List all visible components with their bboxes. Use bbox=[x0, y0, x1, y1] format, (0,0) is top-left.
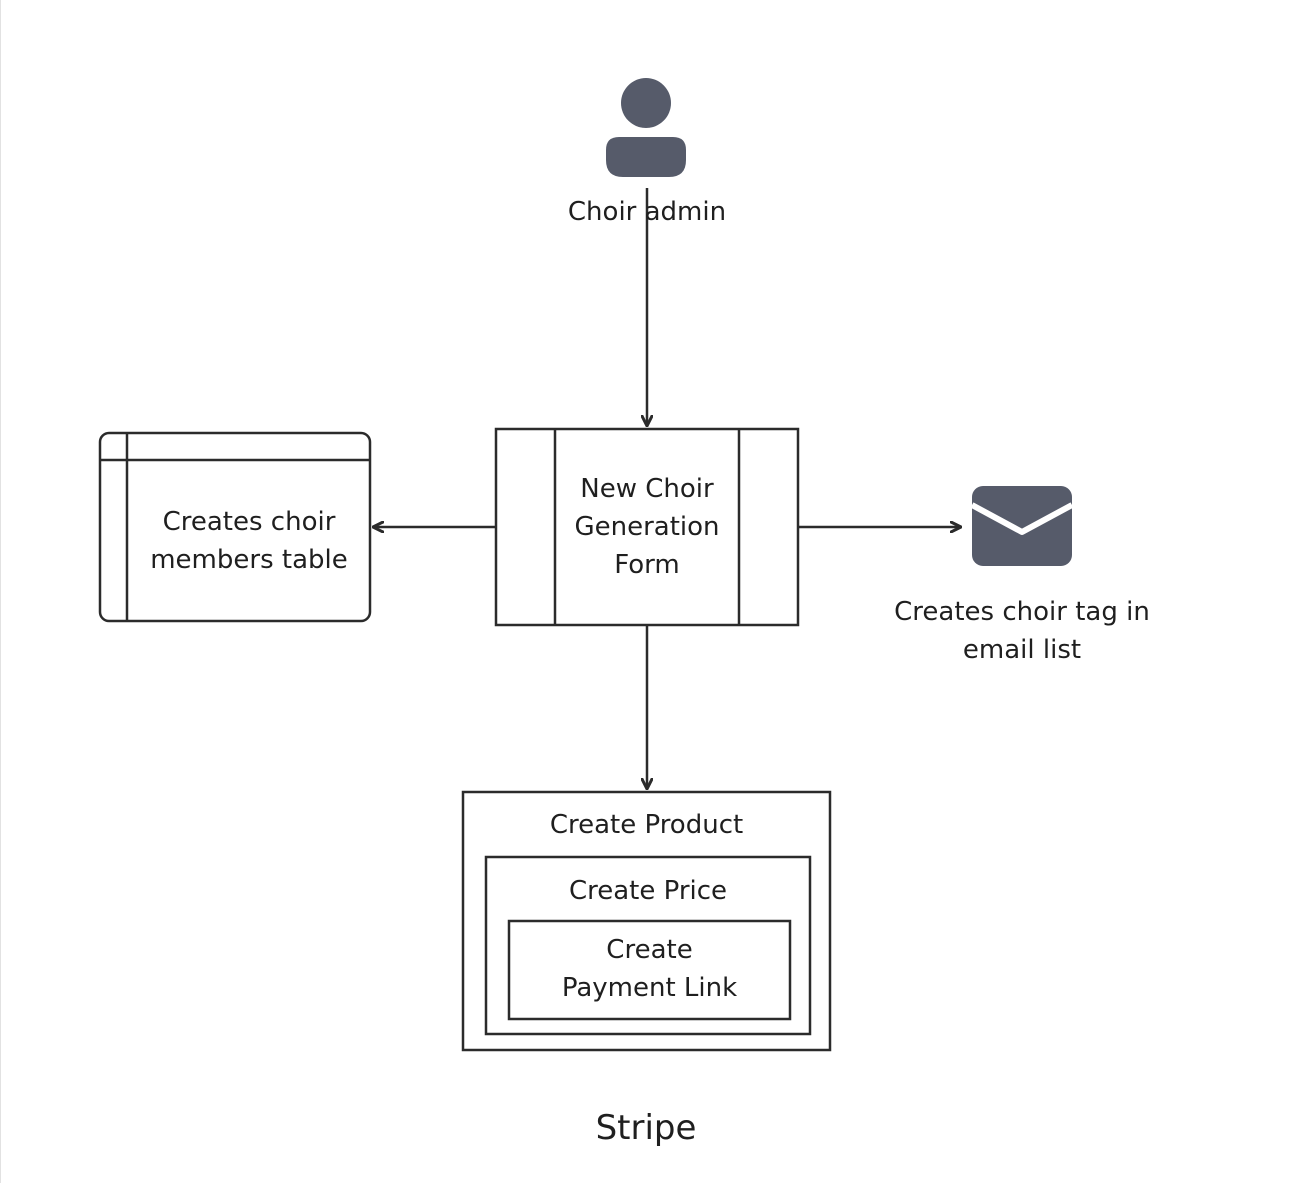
form-label: New Choir Generation Form bbox=[574, 474, 720, 580]
stripe-label: Stripe bbox=[595, 1108, 697, 1148]
admin-label: Choir admin bbox=[567, 197, 727, 227]
form-node[interactable] bbox=[494, 427, 800, 627]
product-label: Create Product bbox=[549, 810, 744, 840]
payment-link-box[interactable] bbox=[507, 919, 792, 1021]
price-box[interactable] bbox=[484, 855, 812, 1036]
table-label: Creates choir members table bbox=[150, 507, 348, 575]
product-box[interactable] bbox=[461, 790, 832, 1052]
envelope-icon bbox=[970, 486, 1074, 566]
person-icon bbox=[606, 78, 686, 177]
payment-link-label: Create Payment Link bbox=[561, 935, 738, 1003]
price-label: Create Price bbox=[568, 876, 728, 906]
table-node[interactable] bbox=[98, 431, 372, 623]
email-label: Creates choir tag in email list bbox=[894, 597, 1150, 665]
